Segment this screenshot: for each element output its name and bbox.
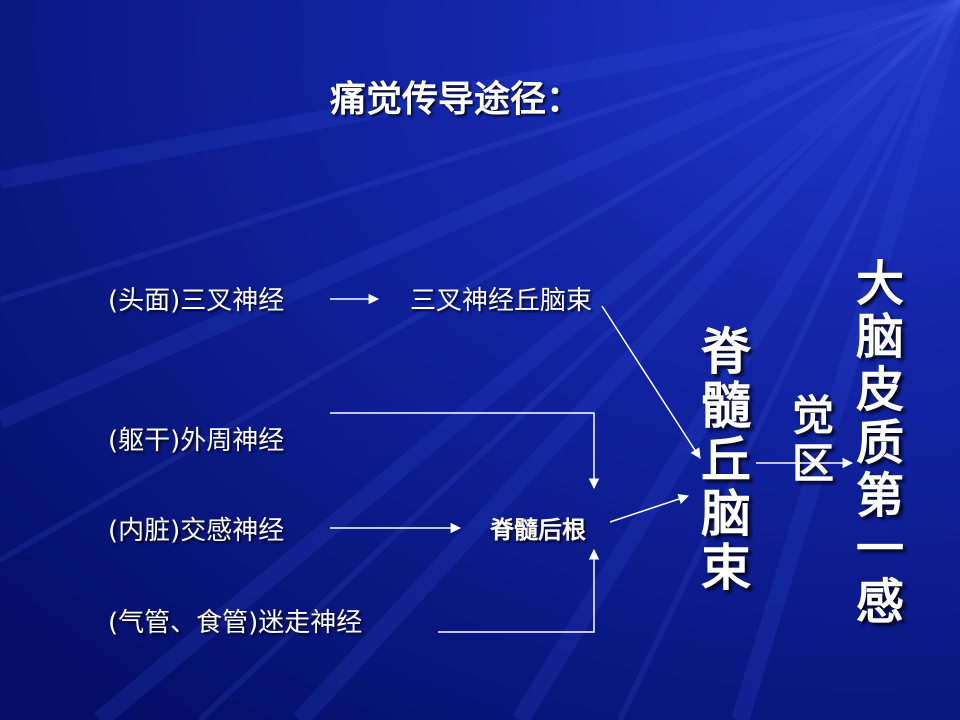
- vagus-to-dorsal-root-connector: [438, 548, 600, 633]
- trunk-peripheral-nerve-label: (躯干)外周神经: [108, 426, 285, 456]
- vagus-nerve-label: (气管、食管)迷走神经: [108, 608, 363, 638]
- primary-sensory-cortex-label: 大 脑 皮 质 第 一 感: [855, 256, 904, 630]
- spinothalamic-tract-label: 脊 髓 丘 脑 束: [701, 323, 751, 597]
- dorsal-root-label: 脊髓后根: [490, 516, 586, 544]
- page-title: 痛觉传导途径：: [330, 79, 583, 120]
- dorsal-root-to-spinothalamic-arrow: [609, 494, 689, 523]
- trunk-to-dorsal-root-connector: [330, 412, 600, 490]
- trigeminal-to-spinothalamic-arrow: [601, 305, 701, 459]
- head-trigeminal-nerve-label: (头面)三叉神经: [108, 286, 285, 316]
- trigeminothalamic-tract-label: 三叉神经丘脑束: [410, 286, 593, 316]
- visceral-sympathetic-nerve-label: (内脏)交感神经: [108, 516, 285, 546]
